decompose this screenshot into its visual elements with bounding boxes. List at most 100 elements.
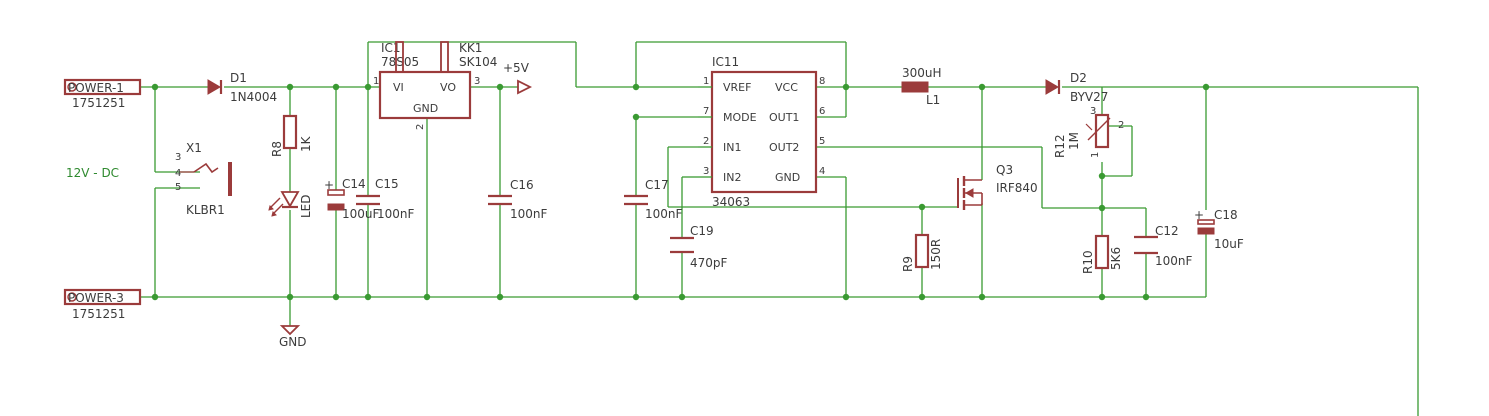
ic11-pin-num-3: 3 — [703, 166, 709, 177]
resistor-r10: R10 5K6 — [1081, 234, 1123, 274]
led-value: LED — [299, 194, 313, 218]
diode-d1: D1 1N4004 — [207, 71, 277, 104]
junctions — [151, 83, 1210, 301]
ic11-value: 34063 — [712, 195, 750, 209]
diode-d2: D2 BYV27 — [1045, 71, 1108, 104]
trimmer-r12: 3 2 1 R12 1M — [1053, 106, 1124, 158]
kk1-ref: KK1 — [459, 41, 482, 55]
ic11-pin-num-5: 5 — [819, 136, 825, 147]
r12-value: 1M — [1067, 132, 1081, 150]
ic11-pin-in2: IN2 — [723, 171, 741, 184]
r10-ref: R10 — [1081, 250, 1095, 274]
ic1-pin-vo: VO — [440, 81, 456, 94]
dc-jack-pin-4: 4 — [175, 168, 181, 179]
ic11-pin-out1: OUT1 — [769, 111, 799, 124]
r12-pin3: 3 — [1090, 106, 1096, 117]
c17-value: 100nF — [645, 207, 683, 221]
ic1-pin1: 1 — [373, 76, 379, 87]
gnd-label: GND — [279, 335, 307, 349]
c12-value: 100nF — [1155, 254, 1193, 268]
ic11-pin-num-4: 4 — [819, 166, 825, 177]
kk1-value: SK104 — [459, 55, 497, 69]
c15-value: 100nF — [377, 207, 415, 221]
l1-value: 300uH — [902, 66, 942, 80]
q3-value: IRF840 — [996, 181, 1038, 195]
c16-value: 100nF — [510, 207, 548, 221]
c19-ref: C19 — [690, 224, 714, 238]
ic1-pin2: 2 — [415, 124, 426, 130]
c17-ref: C17 — [645, 178, 669, 192]
ic11-pin-out2: OUT2 — [769, 141, 799, 154]
connector-power3: POWER-3 1751251 — [63, 288, 142, 321]
dc-jack-ref: X1 — [186, 141, 202, 155]
ic11-pin-num-1: 1 — [703, 76, 709, 87]
r9-value: 150R — [929, 239, 943, 270]
c14-ref: C14 — [342, 177, 366, 191]
r9-ref: R9 — [901, 256, 915, 272]
d2-value: BYV27 — [1070, 90, 1108, 104]
ic11-34063: IC11 34063 1 7 2 3 VREF MODE IN1 IN2 8 6… — [698, 55, 825, 209]
ic1-value: 78S05 — [381, 55, 419, 69]
c19-value: 470pF — [690, 256, 728, 270]
c18-value: 10uF — [1214, 237, 1244, 251]
r12-pin2: 2 — [1118, 120, 1124, 131]
capacitor-c17: C17 100nF — [624, 178, 683, 221]
dc-jack-x1: 12V - DC X1 3 4 5 KLBR1 — [66, 141, 232, 217]
ic11-pin-in1: IN1 — [723, 141, 741, 154]
c12-ref: C12 — [1155, 224, 1179, 238]
c15-ref: C15 — [375, 177, 399, 191]
c14-plus: + — [324, 178, 334, 192]
capacitor-c14: + C14 100uF — [324, 177, 380, 221]
heatsink-kk1: KK1 SK104 — [395, 41, 497, 73]
ic11-pin-num-6: 6 — [819, 106, 825, 117]
dc-jack-pin-5: 5 — [175, 182, 181, 193]
led: LED — [268, 191, 313, 218]
capacitor-c18: + C18 10uF — [1194, 208, 1244, 251]
ic11-ref: IC11 — [712, 55, 739, 69]
ic11-pin-num-7: 7 — [703, 106, 709, 117]
mosfet-q3: Q3 IRF840 — [957, 163, 1038, 210]
ic11-pin-vcc: VCC — [775, 81, 798, 94]
ic11-pin-vref: VREF — [723, 81, 751, 94]
r8-ref: R8 — [270, 141, 284, 157]
r12-pin1: 1 — [1090, 152, 1101, 158]
inductor-l1: 300uH L1 — [901, 66, 942, 107]
ic1-pin-vi: VI — [393, 81, 404, 94]
connector-power1: POWER-1 1751251 — [63, 78, 142, 110]
d1-ref: D1 — [230, 71, 247, 85]
ic11-pin-mode: MODE — [723, 111, 757, 124]
resistor-r8: R8 1K — [270, 114, 313, 157]
capacitor-c19: C19 470pF — [670, 224, 728, 270]
ic1-ref: IC1 — [381, 41, 401, 55]
connector-power3-part: 1751251 — [72, 307, 125, 321]
ic11-pin-gnd: GND — [775, 171, 800, 184]
supply-label: 12V - DC — [66, 166, 119, 180]
supply-5v: +5V — [503, 61, 533, 95]
capacitor-c12: C12 100nF — [1134, 224, 1193, 268]
dc-jack-pin-3: 3 — [175, 152, 181, 163]
r12-ref: R12 — [1053, 134, 1067, 158]
l1-ref: L1 — [926, 93, 940, 107]
connector-power1-name: POWER-1 — [68, 81, 124, 95]
connector-power3-name: POWER-3 — [68, 291, 124, 305]
c18-plus: + — [1194, 208, 1204, 222]
ic1-pin3: 3 — [474, 76, 480, 87]
resistor-r9: R9 150R — [901, 233, 943, 272]
c18-ref: C18 — [1214, 208, 1238, 222]
gnd-symbol: GND — [279, 325, 307, 349]
supply-5v-label: +5V — [503, 61, 530, 75]
r8-value: 1K — [299, 135, 313, 152]
c14-value: 100uF — [342, 207, 380, 221]
dc-jack-part: KLBR1 — [186, 203, 225, 217]
c16-ref: C16 — [510, 178, 534, 192]
ic11-pin-num-2: 2 — [703, 136, 709, 147]
d2-ref: D2 — [1070, 71, 1087, 85]
capacitor-c15: C15 100nF — [356, 177, 415, 221]
capacitor-c16: C16 100nF — [488, 178, 548, 221]
ic11-pin-num-8: 8 — [819, 76, 825, 87]
r10-value: 5K6 — [1109, 247, 1123, 270]
ic1-pin-gnd: GND — [413, 102, 438, 115]
q3-ref: Q3 — [996, 163, 1013, 177]
d1-value: 1N4004 — [230, 90, 277, 104]
